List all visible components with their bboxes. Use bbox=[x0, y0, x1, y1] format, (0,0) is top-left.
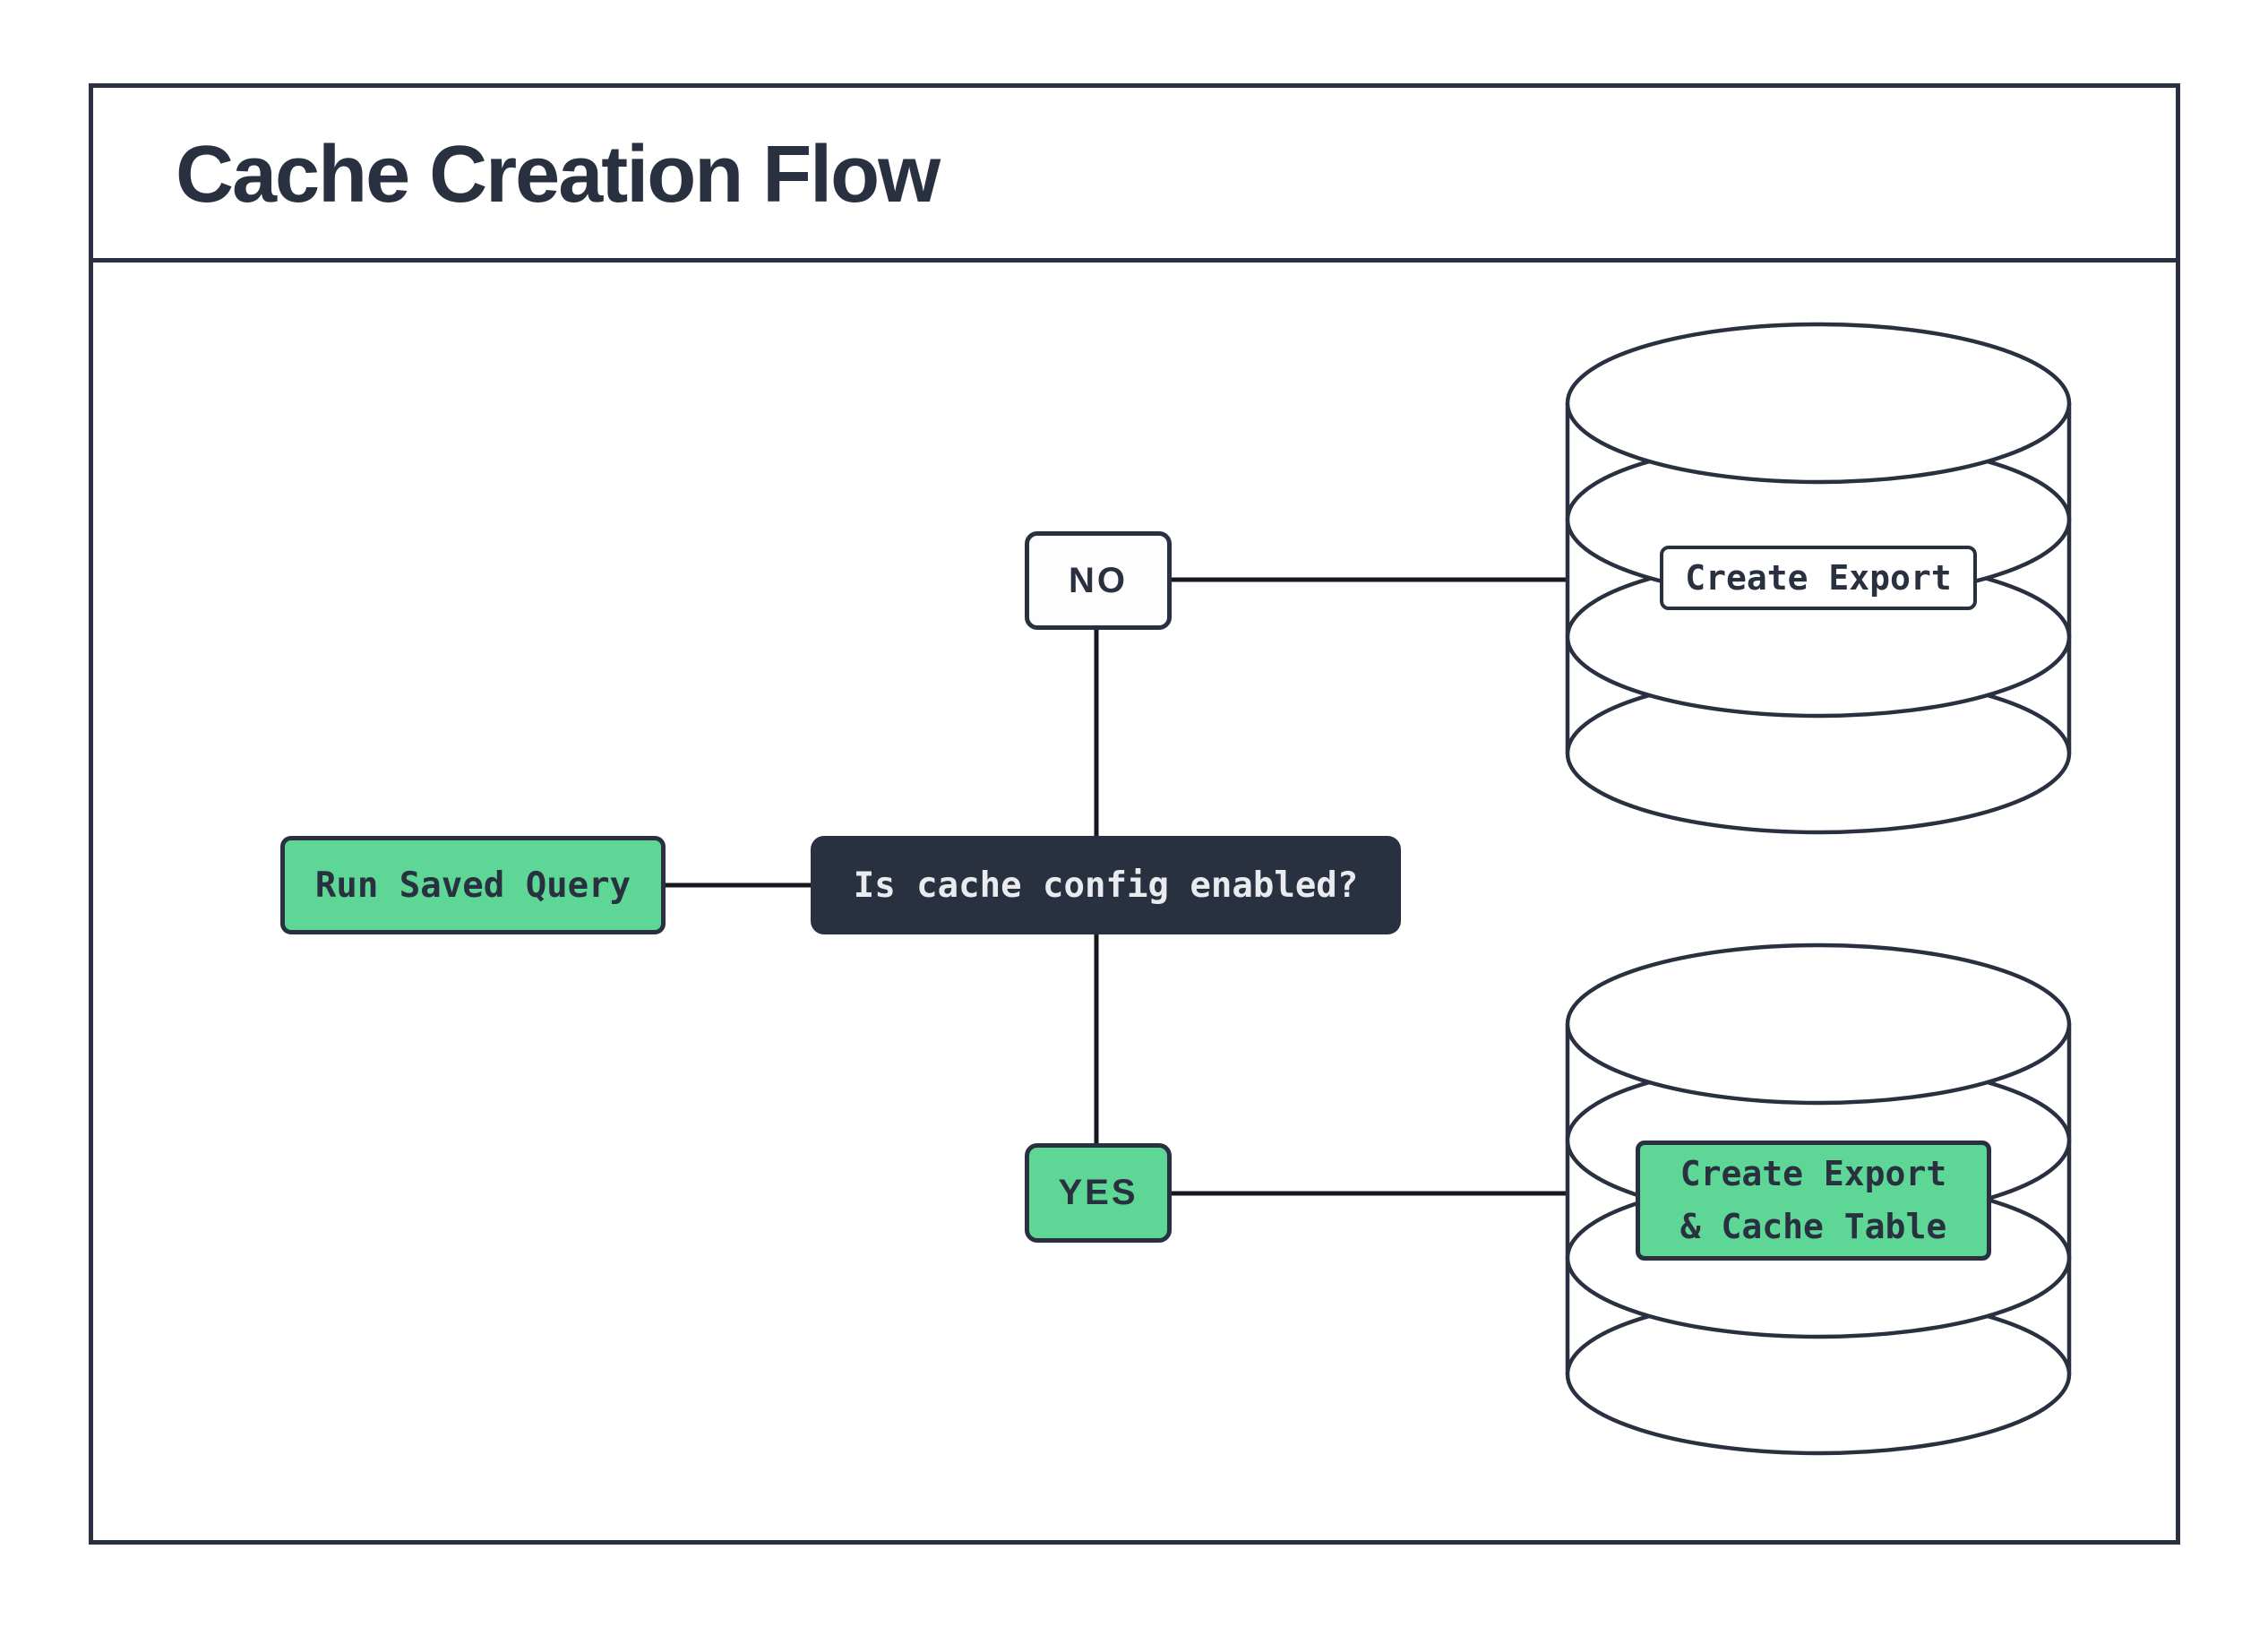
decision-label: Is cache config enabled? bbox=[853, 865, 1359, 906]
outer-frame bbox=[89, 83, 2180, 1545]
label-create-export-cache-table: Create Export & Cache Table bbox=[1636, 1141, 1991, 1261]
no-label: NO bbox=[1069, 560, 1128, 600]
node-branch-no: NO bbox=[1025, 531, 1172, 630]
title-divider bbox=[89, 258, 2180, 263]
create-export-label: Create Export bbox=[1685, 558, 1952, 598]
page-title: Cache Creation Flow bbox=[176, 129, 941, 220]
create-export-cache-line1: Create Export bbox=[1680, 1154, 1947, 1194]
yes-label: YES bbox=[1058, 1173, 1138, 1212]
label-create-export: Create Export bbox=[1660, 546, 1977, 610]
database-cylinder-top bbox=[1565, 322, 2072, 835]
create-export-cache-line2: & Cache Table bbox=[1680, 1207, 1947, 1246]
node-branch-yes: YES bbox=[1025, 1143, 1172, 1243]
node-decision-cache-config: Is cache config enabled? bbox=[811, 836, 1401, 934]
run-saved-query-label: Run Saved Query bbox=[314, 865, 631, 906]
node-run-saved-query: Run Saved Query bbox=[280, 836, 666, 934]
